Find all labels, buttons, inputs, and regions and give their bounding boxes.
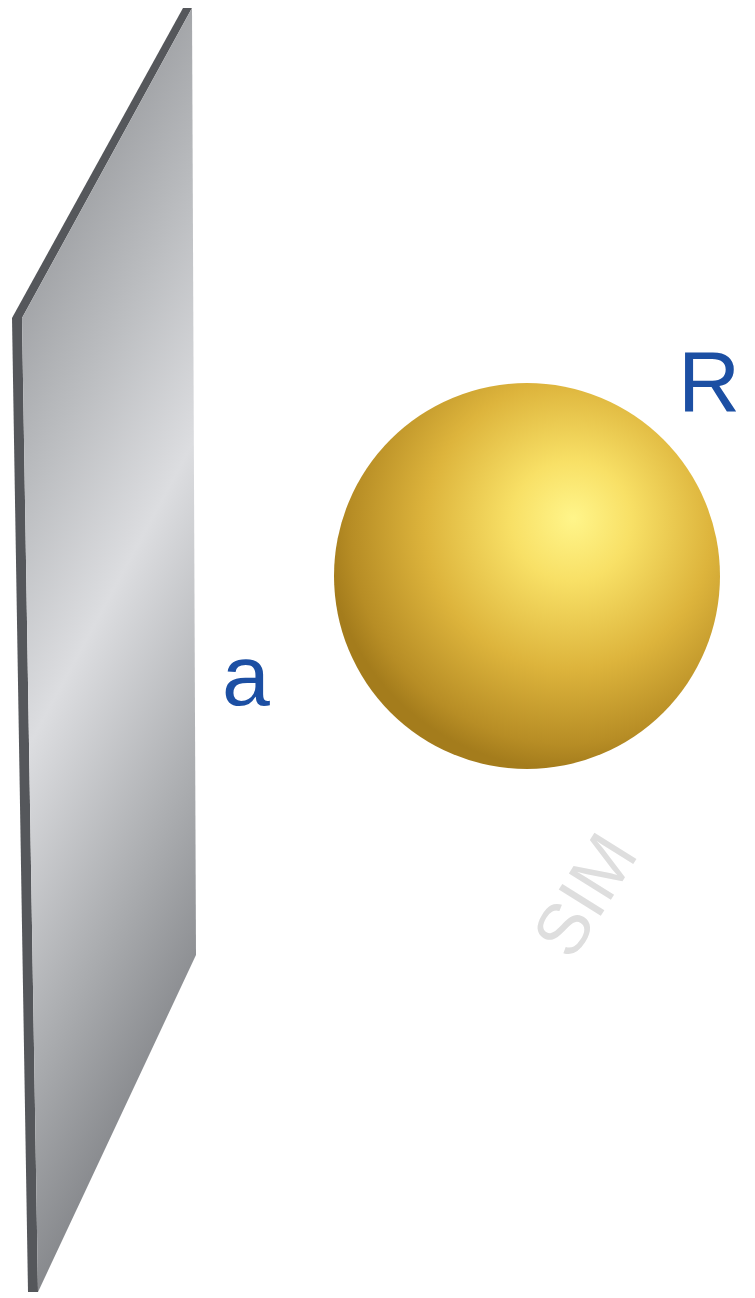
plate	[22, 8, 196, 1292]
radius-label: R	[678, 338, 740, 424]
sphere	[334, 383, 720, 769]
watermark: SIM	[520, 821, 649, 968]
distance-label: a	[222, 632, 270, 718]
